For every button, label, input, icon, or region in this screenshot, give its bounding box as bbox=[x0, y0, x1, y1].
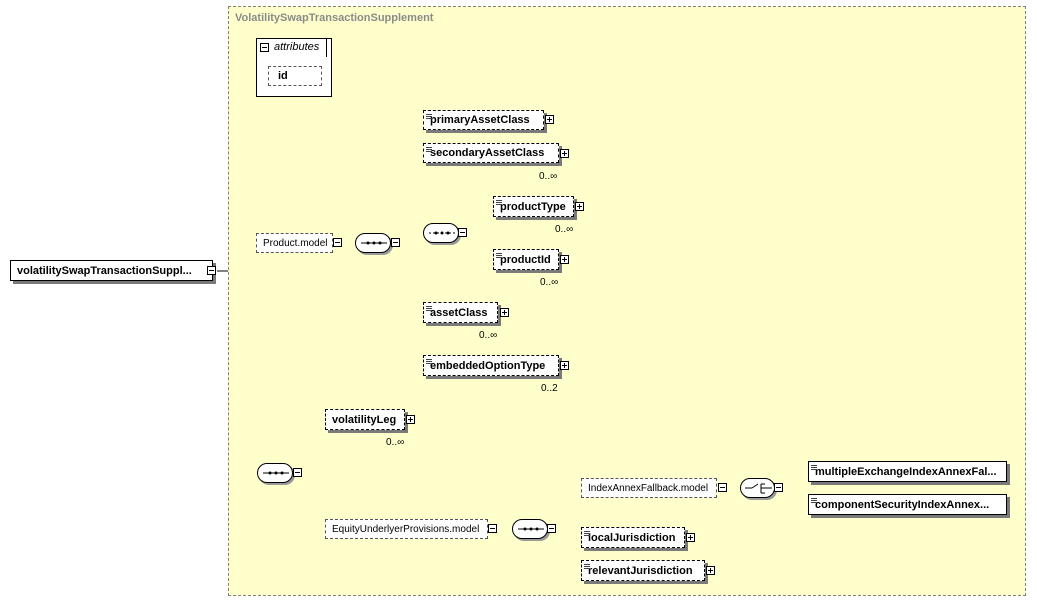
product-model-collapse-icon[interactable] bbox=[333, 238, 342, 247]
equity-underlyer-provisions-collapse-icon[interactable] bbox=[488, 524, 497, 533]
secondary-asset-class-expand-icon[interactable] bbox=[560, 149, 569, 158]
attribute-id[interactable]: id bbox=[268, 66, 322, 86]
product-type-label: productType bbox=[500, 200, 566, 213]
attributes-tab[interactable]: attributes bbox=[256, 38, 327, 57]
embedded-option-type-expand-icon[interactable] bbox=[560, 361, 569, 370]
index-annex-fallback-collapse-icon[interactable] bbox=[718, 483, 727, 492]
relevant-jurisdiction-expand-icon[interactable] bbox=[706, 566, 715, 575]
attributes-collapse-icon[interactable] bbox=[260, 43, 269, 52]
local-jurisdiction-element[interactable]: localJurisdiction bbox=[581, 527, 685, 548]
product-type-element[interactable]: productType bbox=[493, 196, 574, 217]
relevant-jurisdiction-label: relevantJurisdiction bbox=[588, 564, 693, 577]
product-type-cardinality: 0..∞ bbox=[555, 224, 574, 235]
product-model-group[interactable]: Product.model bbox=[256, 233, 333, 253]
asset-class-element[interactable]: assetClass bbox=[423, 302, 498, 323]
main-sequence-compositor[interactable] bbox=[257, 463, 293, 483]
multiple-exchange-element[interactable]: multipleExchangeIndexAnnexFal... bbox=[808, 461, 1007, 482]
local-jurisdiction-expand-icon[interactable] bbox=[686, 533, 695, 542]
secondary-asset-class-label: secondaryAssetClass bbox=[430, 147, 545, 159]
choice-compositor[interactable] bbox=[740, 478, 775, 498]
component-security-label: componentSecurityIndexAnnex... bbox=[815, 498, 990, 511]
multiple-exchange-label: multipleExchangeIndexAnnexFal... bbox=[815, 465, 997, 478]
choice-collapse-icon[interactable] bbox=[774, 483, 783, 492]
asset-class-expand-icon[interactable] bbox=[500, 308, 509, 317]
primary-asset-class-element[interactable]: primaryAssetClass bbox=[423, 110, 544, 130]
volatility-leg-expand-icon[interactable] bbox=[406, 415, 415, 424]
volatility-leg-cardinality: 0..∞ bbox=[386, 437, 405, 448]
asset-class-cardinality: 0..∞ bbox=[479, 330, 498, 341]
product-model-label: Product.model bbox=[263, 237, 328, 249]
product-sequence-compositor[interactable] bbox=[355, 233, 391, 253]
component-security-element[interactable]: componentSecurityIndexAnnex... bbox=[808, 494, 1007, 515]
local-jurisdiction-label: localJurisdiction bbox=[588, 531, 676, 544]
product-id-label: productId bbox=[500, 253, 551, 266]
product-id-cardinality: 0..∞ bbox=[540, 277, 559, 288]
embedded-option-type-element[interactable]: embeddedOptionType bbox=[423, 355, 559, 376]
root-element-label: volatilitySwapTransactionSuppl... bbox=[17, 264, 192, 277]
equity-sequence-collapse-icon[interactable] bbox=[547, 524, 556, 533]
asset-class-label: assetClass bbox=[430, 306, 488, 319]
product-sequence-collapse-icon[interactable] bbox=[391, 238, 400, 247]
attributes-tab-label: attributes bbox=[274, 41, 320, 53]
equity-underlyer-provisions-label: EquityUnderlyerProvisions.model bbox=[332, 523, 480, 535]
product-id-sequence-compositor[interactable] bbox=[423, 223, 459, 243]
root-collapse-icon[interactable] bbox=[207, 266, 216, 275]
index-annex-fallback-group[interactable]: IndexAnnexFallback.model bbox=[581, 478, 717, 498]
main-sequence-collapse-icon[interactable] bbox=[293, 468, 302, 477]
secondary-asset-class-element[interactable]: secondaryAssetClass bbox=[423, 143, 559, 163]
root-element[interactable]: volatilitySwapTransactionSuppl... bbox=[10, 260, 213, 281]
volatility-leg-label: volatilityLeg bbox=[332, 413, 397, 426]
embedded-option-type-cardinality: 0..2 bbox=[541, 383, 558, 394]
volatility-leg-element[interactable]: volatilityLeg bbox=[325, 409, 405, 430]
equity-sequence-compositor[interactable] bbox=[512, 519, 548, 539]
product-type-expand-icon[interactable] bbox=[575, 202, 584, 211]
secondary-asset-class-cardinality: 0..∞ bbox=[539, 171, 558, 182]
index-annex-fallback-label: IndexAnnexFallback.model bbox=[588, 482, 709, 494]
embedded-option-type-label: embeddedOptionType bbox=[430, 359, 546, 372]
primary-asset-class-expand-icon[interactable] bbox=[545, 115, 554, 124]
primary-asset-class-label: primaryAssetClass bbox=[430, 114, 530, 126]
product-id-element[interactable]: productId bbox=[493, 249, 559, 270]
product-id-sequence-collapse-icon[interactable] bbox=[458, 228, 467, 237]
container-title: VolatilitySwapTransactionSupplement bbox=[235, 12, 434, 24]
equity-underlyer-provisions-group[interactable]: EquityUnderlyerProvisions.model bbox=[325, 519, 488, 539]
relevant-jurisdiction-element[interactable]: relevantJurisdiction bbox=[581, 560, 705, 581]
product-id-expand-icon[interactable] bbox=[560, 255, 569, 264]
